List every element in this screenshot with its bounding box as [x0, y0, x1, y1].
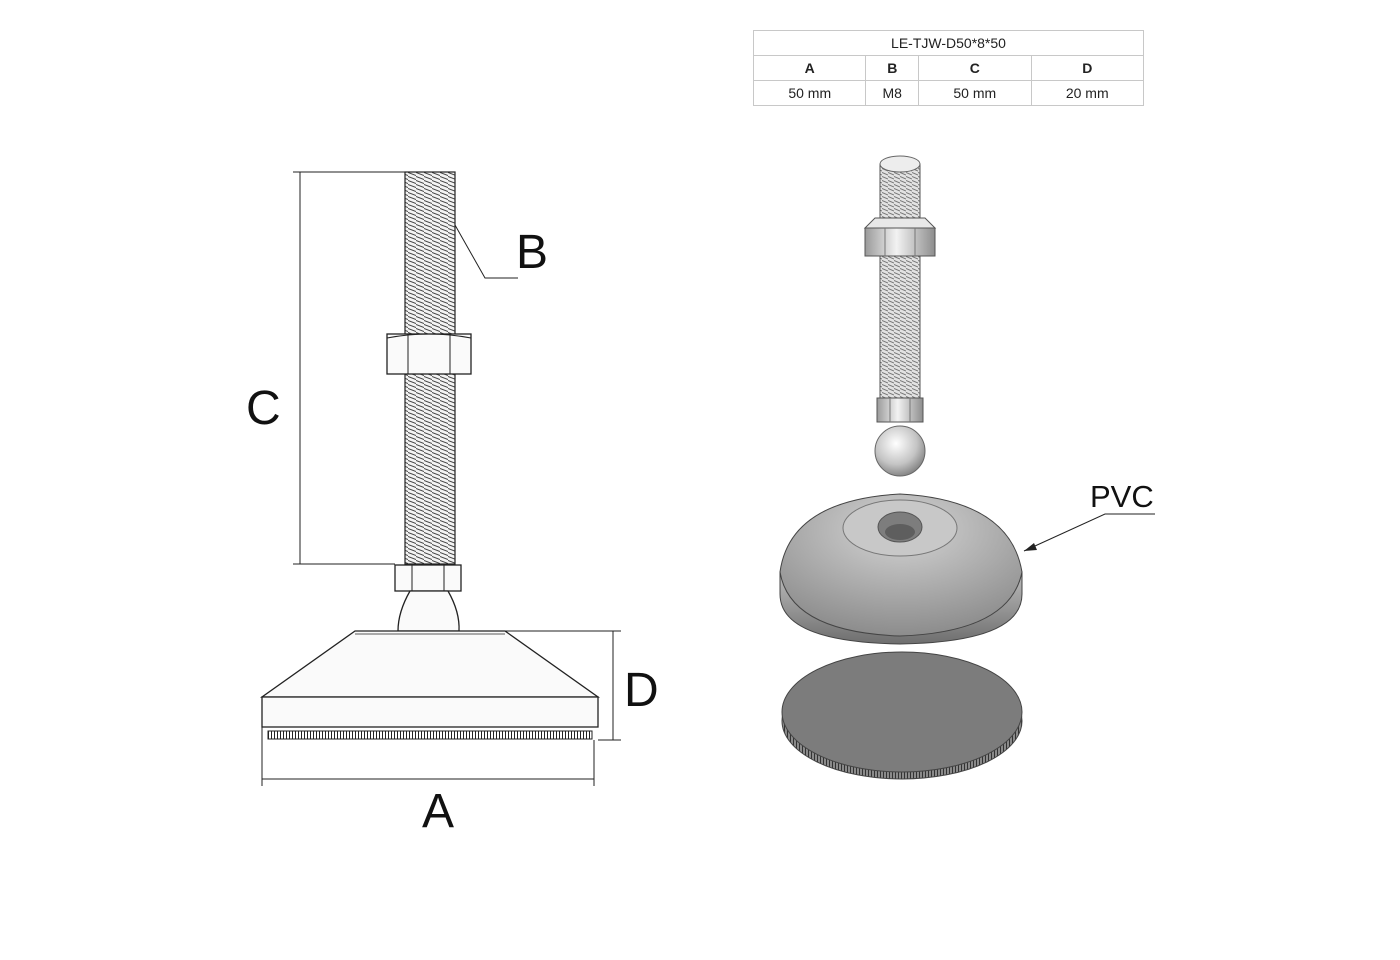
dimension-b-label: B: [516, 226, 548, 279]
dimension-a-lines: [261, 727, 595, 786]
pvc-leader-line: [1023, 513, 1155, 552]
bottom-nut: [394, 564, 462, 592]
value-c: 50 mm: [918, 80, 1032, 106]
dimension-a-label: A: [422, 785, 454, 838]
model-name: LE-TJW-D50*8*50: [753, 30, 1144, 56]
rubber-pad-3d: [781, 651, 1023, 780]
serrated-pad: [267, 730, 593, 740]
hex-nut-3d: [863, 217, 937, 257]
header-a: A: [752, 55, 867, 81]
dimension-c-label: C: [246, 382, 281, 435]
bottom-nut-3d: [876, 397, 924, 423]
value-a: 50 mm: [752, 80, 867, 106]
dimension-c-lines: [293, 171, 405, 565]
ball-joint-3d: [874, 425, 926, 477]
spec-table: LE-TJW-D50*8*50 A B C D 50 mm M8 50 mm 2…: [752, 30, 1144, 106]
dimension-d-label: D: [624, 664, 659, 717]
dimension-d-lines: [505, 630, 621, 741]
header-d: D: [1030, 55, 1144, 81]
dimension-b-leader: [454, 224, 518, 279]
leveling-foot-3d-exploded-view: PVC: [779, 155, 1155, 780]
value-d: 20 mm: [1030, 80, 1144, 106]
spec-value-row: 50 mm M8 50 mm 20 mm: [752, 80, 1144, 106]
ball-joint-neck: [397, 590, 460, 632]
spec-header-row: A B C D: [752, 55, 1144, 81]
conical-base: [259, 630, 601, 740]
leveling-foot-technical-drawing: C B D A: [246, 171, 659, 838]
pvc-base-3d: [779, 493, 1023, 645]
hex-nut: [386, 333, 472, 375]
pvc-label: PVC: [1090, 479, 1154, 514]
pvc-leader-arrow: [1024, 543, 1037, 551]
spec-title-row: LE-TJW-D50*8*50: [753, 30, 1144, 56]
value-b: M8: [865, 80, 920, 106]
stud-3d: [879, 155, 921, 409]
